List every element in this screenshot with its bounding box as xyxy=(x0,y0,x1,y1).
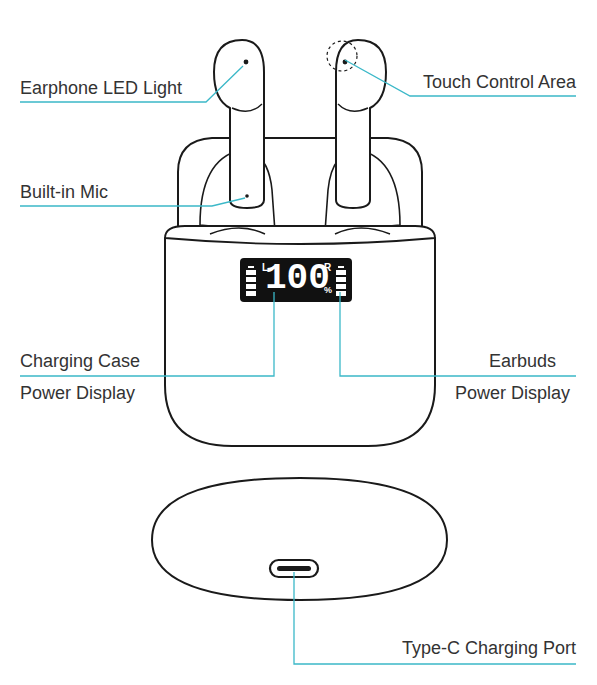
case-interior xyxy=(178,138,422,232)
leader-lines xyxy=(20,60,576,664)
part-label: Type-C Charging Port xyxy=(402,638,576,658)
right-earbud xyxy=(336,40,386,208)
part-label: Power Display xyxy=(20,383,135,403)
part-label: Power Display xyxy=(455,383,570,403)
case-rim xyxy=(165,226,435,244)
charging-case xyxy=(165,238,435,446)
part-label: Touch Control Area xyxy=(423,72,576,92)
display-letter: R xyxy=(324,262,331,273)
left-earbud xyxy=(214,40,264,208)
part-label: Charging Case xyxy=(20,351,140,371)
part-label: Earphone LED Light xyxy=(20,78,182,98)
part-label: Earbuds xyxy=(489,351,556,371)
display-percent: % xyxy=(324,285,332,295)
display-digits: 100 xyxy=(265,259,330,299)
power-display xyxy=(240,258,352,302)
part-label: Built-in Mic xyxy=(20,182,108,202)
case-bottom xyxy=(152,478,447,600)
